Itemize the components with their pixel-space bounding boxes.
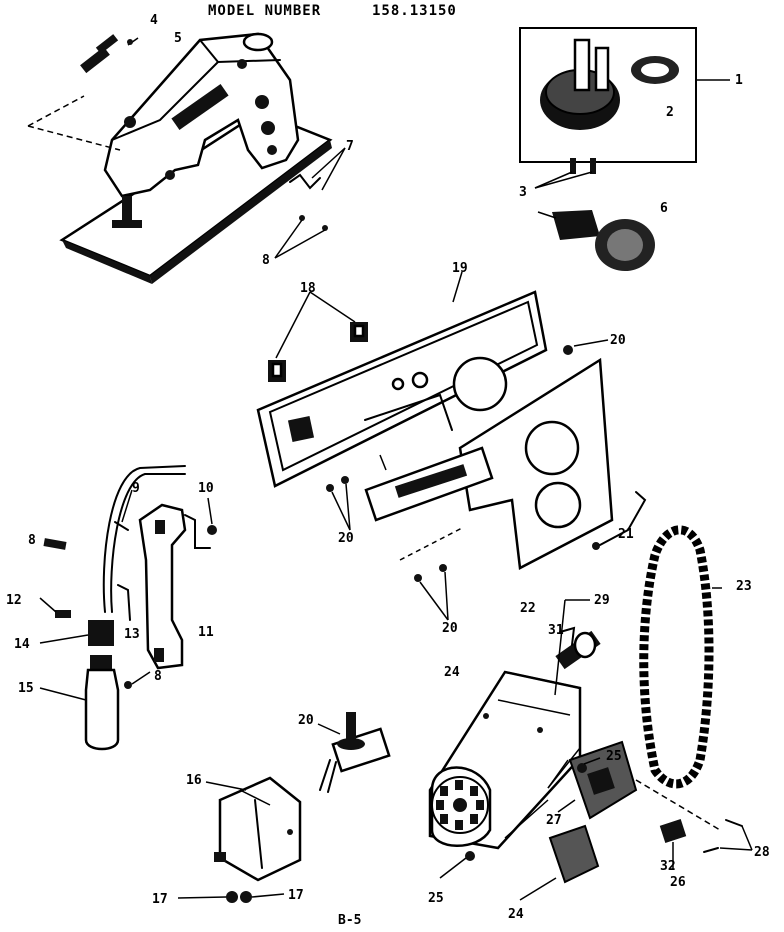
callout-31: 31: [548, 623, 564, 638]
callout-20-left: 20: [338, 531, 354, 546]
callout-labels: 1 2 3 4 5 6 7 8 8 9 10 11 12 13 14 15 8 …: [6, 13, 770, 922]
callout-20-switch: 20: [298, 713, 314, 728]
callout-25-right: 25: [606, 749, 622, 764]
callout-8-left: 8: [28, 533, 36, 548]
page-number: B-5: [338, 913, 361, 928]
callout-6: 6: [660, 201, 668, 216]
callout-14: 14: [14, 637, 30, 652]
model-number-label: MODEL NUMBER: [208, 3, 321, 19]
callout-17-right: 17: [288, 888, 304, 903]
callout-10: 10: [198, 481, 214, 496]
switch-30: [317, 712, 391, 793]
callout-15: 15: [18, 681, 34, 696]
callout-2: 2: [666, 105, 674, 120]
light-bulb-part: [537, 210, 655, 271]
callout-20-bottom: 20: [442, 621, 458, 636]
motor-cover-16: [177, 776, 302, 903]
callout-32: 32: [660, 859, 676, 874]
callout-18: 18: [300, 281, 316, 296]
callout-13: 13: [124, 627, 140, 642]
callout-5: 5: [174, 31, 182, 46]
callout-21: 21: [618, 527, 634, 542]
spool-pin-part: [80, 34, 139, 74]
callout-7: 7: [346, 139, 354, 154]
lamp-bracket-assembly: [39, 465, 217, 751]
model-number-value: 158.13150: [372, 3, 457, 19]
callout-8-top: 8: [262, 253, 270, 268]
callout-17-left: 17: [152, 892, 168, 907]
screw-set-7-8: [274, 147, 346, 259]
callout-12: 12: [6, 593, 22, 608]
callout-28: 28: [754, 845, 770, 860]
screws-3: [534, 158, 596, 189]
sewing-machine-head: [59, 32, 333, 284]
callout-22: 22: [520, 601, 536, 616]
motor-vents: [436, 780, 484, 830]
callout-27: 27: [546, 813, 562, 828]
callout-9: 9: [132, 481, 140, 496]
callout-8-lower: 8: [154, 669, 162, 684]
callout-3: 3: [519, 185, 527, 200]
callout-23: 23: [736, 579, 752, 594]
light-assembly-box: [519, 27, 730, 163]
callout-4: 4: [150, 13, 158, 28]
callout-16: 16: [186, 773, 202, 788]
motor-assembly: [428, 599, 753, 901]
callout-11: 11: [198, 625, 214, 640]
callout-24-motor: 24: [444, 665, 460, 680]
callout-1: 1: [735, 73, 743, 88]
callout-24-bottom: 24: [508, 907, 524, 922]
callout-19: 19: [452, 261, 468, 276]
face-plate-assembly: [256, 271, 647, 621]
callout-25-bottom: 25: [428, 891, 444, 906]
callout-29: 29: [594, 593, 610, 608]
callout-26: 26: [670, 875, 686, 890]
callout-20-right: 20: [610, 333, 626, 348]
drive-belt: [639, 525, 722, 789]
